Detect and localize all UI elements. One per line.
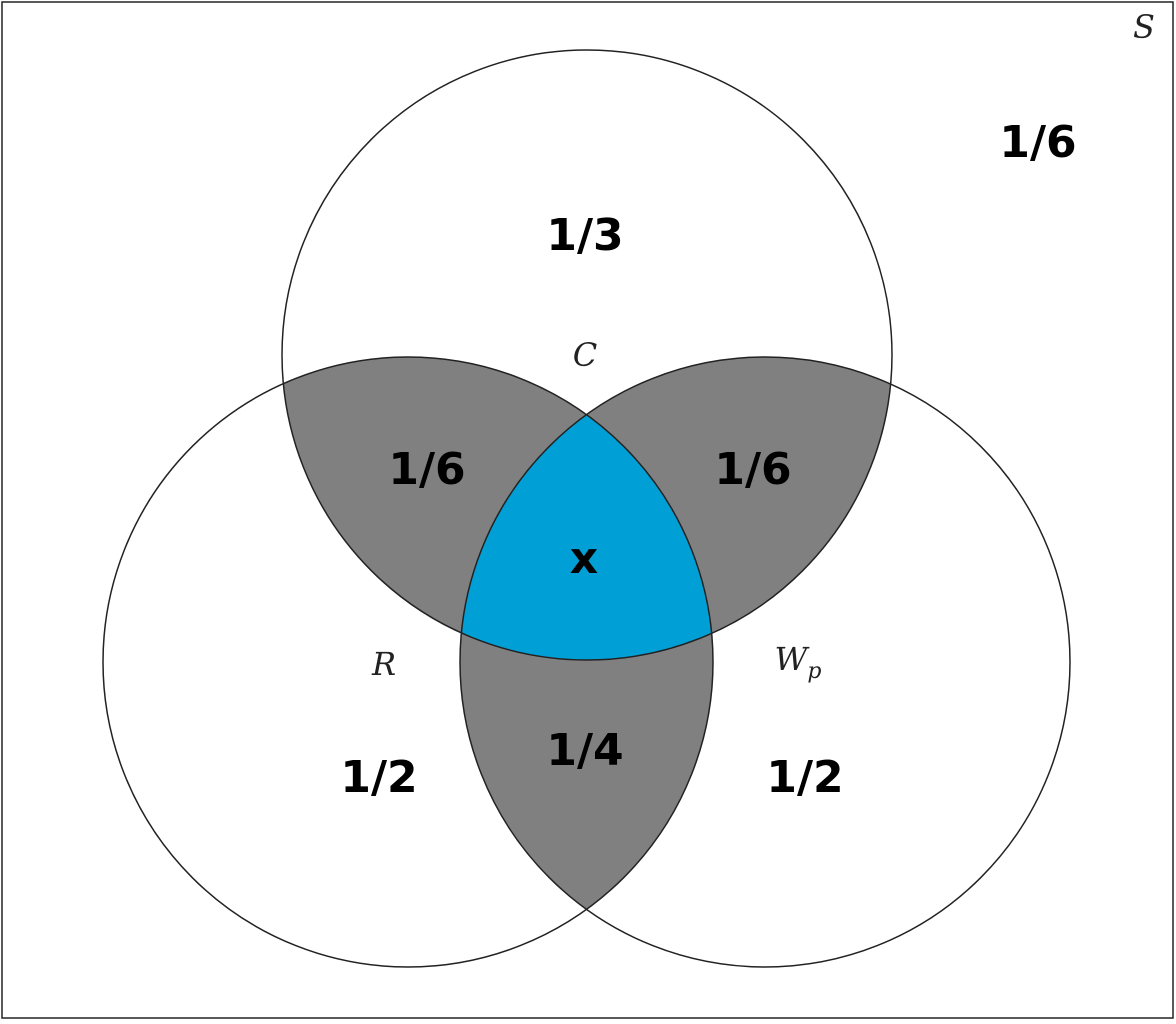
region-center-value: x bbox=[570, 533, 598, 584]
region-w-only-value: 1/2 bbox=[766, 752, 843, 803]
region-r-w-value: 1/4 bbox=[546, 725, 623, 776]
set-w-main: W bbox=[775, 640, 811, 678]
region-c-w-value: 1/6 bbox=[714, 444, 791, 495]
region-r-only-value: 1/2 bbox=[340, 752, 417, 803]
overlap-c-r-w bbox=[460, 357, 713, 660]
set-r-label: R bbox=[371, 645, 396, 683]
universe-label: S bbox=[1133, 8, 1155, 46]
set-w-subscript: p bbox=[807, 659, 821, 684]
circle-c bbox=[281, 49, 893, 661]
set-w-label: Wp bbox=[775, 640, 822, 684]
region-c-only-value: 1/3 bbox=[546, 210, 623, 261]
circle-r bbox=[102, 356, 714, 968]
region-outside-value: 1/6 bbox=[999, 117, 1076, 168]
region-c-r-value: 1/6 bbox=[388, 444, 465, 495]
set-c-label: C bbox=[573, 336, 597, 374]
circle-w bbox=[459, 356, 1071, 968]
